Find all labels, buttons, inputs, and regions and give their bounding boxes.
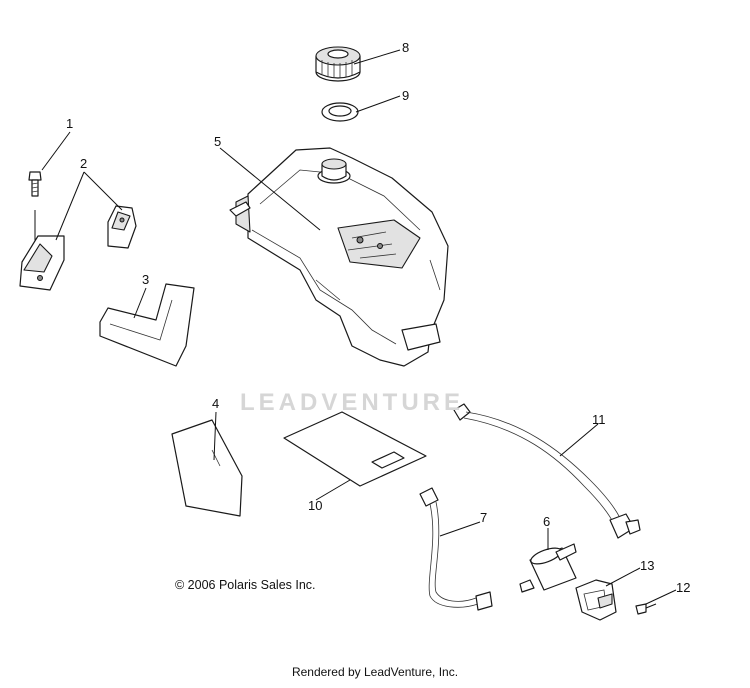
callout-2: 2 xyxy=(80,156,87,171)
callout-3: 3 xyxy=(142,272,149,287)
footer-text: Rendered by LeadVenture, Inc. xyxy=(291,665,459,679)
callout-8: 8 xyxy=(402,40,409,55)
callout-9: 9 xyxy=(402,88,409,103)
leader-lines xyxy=(41,49,677,605)
callout-7: 7 xyxy=(480,510,487,525)
callout-13: 13 xyxy=(640,558,654,573)
gasket-part[interactable] xyxy=(321,102,359,122)
callout-5: 5 xyxy=(214,134,221,149)
pad-part[interactable] xyxy=(99,283,195,367)
filter-bracket-part[interactable] xyxy=(575,579,617,621)
pad-small-part[interactable] xyxy=(171,419,243,517)
bracket-right-part[interactable] xyxy=(107,205,137,249)
copyright-text: © 2006 Polaris Sales Inc. xyxy=(175,578,316,592)
plate-part[interactable] xyxy=(283,411,427,487)
fuel-hose-part[interactable] xyxy=(453,403,641,539)
callout-1: 1 xyxy=(66,116,73,131)
watermark: LEADVENTURE xyxy=(240,389,465,416)
fuel-line-part[interactable] xyxy=(419,487,493,611)
callout-6: 6 xyxy=(543,514,550,529)
callout-labels: 1 2 3 4 5 6 7 8 9 10 11 12 13 xyxy=(66,40,690,595)
bolt-part[interactable] xyxy=(28,171,42,246)
callout-11: 11 xyxy=(592,412,606,427)
fuel-filter-part[interactable] xyxy=(519,543,577,593)
fuel-tank-part[interactable] xyxy=(229,147,449,367)
screw-part[interactable] xyxy=(635,603,657,615)
callout-10: 10 xyxy=(308,498,322,513)
callout-12: 12 xyxy=(676,580,690,595)
bracket-left-part[interactable] xyxy=(19,235,65,291)
fuel-cap-part[interactable] xyxy=(315,46,361,82)
callout-4: 4 xyxy=(212,396,219,411)
